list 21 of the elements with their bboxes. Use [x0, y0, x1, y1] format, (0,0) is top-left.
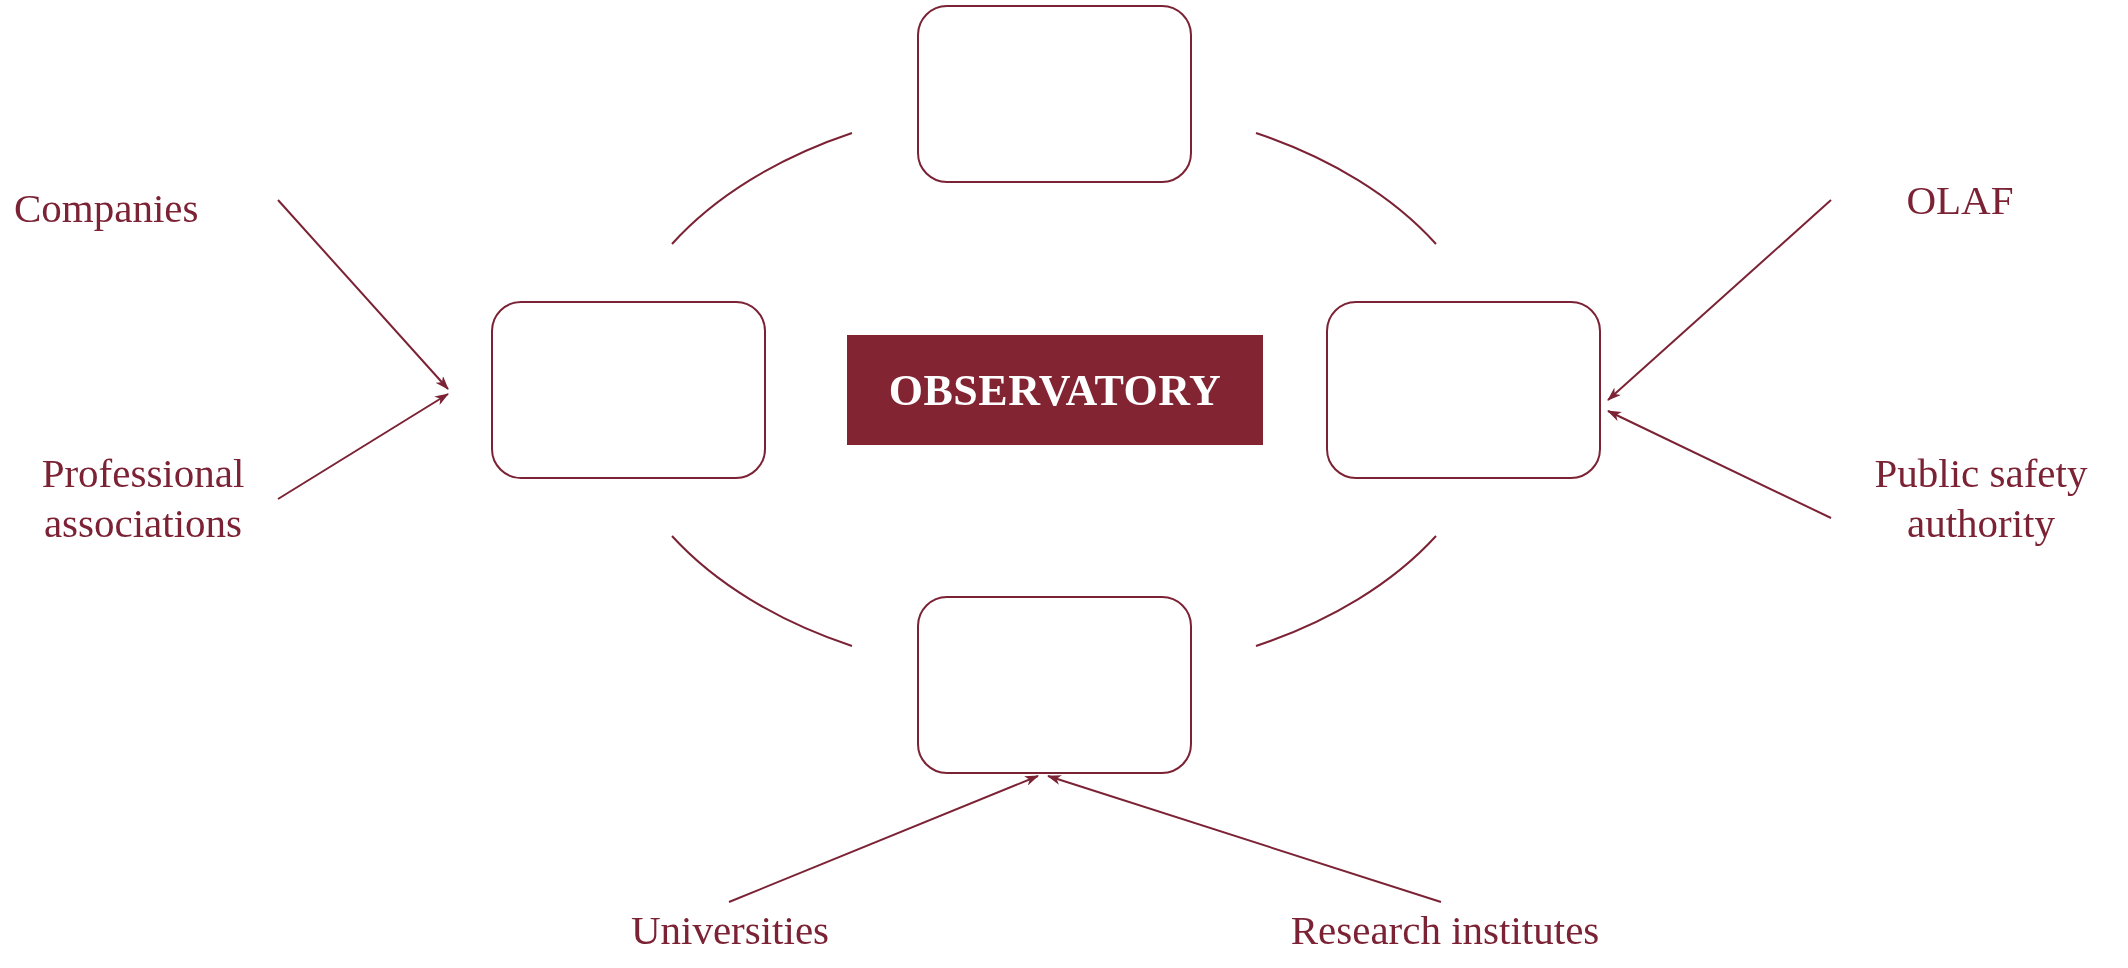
connector-arc — [1255, 535, 1437, 647]
arrow — [1607, 199, 1832, 401]
stakeholder-label: Professional associations — [10, 448, 276, 548]
connector-arc — [671, 132, 853, 245]
empty-rounded-box — [917, 5, 1192, 183]
empty-rounded-box — [491, 301, 766, 479]
stakeholder-label: OLAF — [1880, 175, 2040, 225]
arrow — [1607, 410, 1832, 519]
stakeholder-label: Companies — [14, 183, 276, 233]
arrow — [277, 393, 449, 500]
connector-arc — [1255, 132, 1437, 245]
title-banner: OBSERVATORY — [847, 335, 1263, 445]
stakeholder-label: Universities — [605, 905, 855, 960]
stakeholder-label: Research institutes — [1255, 905, 1635, 960]
empty-rounded-box — [1326, 301, 1601, 479]
arrow — [277, 199, 449, 390]
arrow — [1047, 775, 1442, 903]
arrow — [728, 775, 1039, 903]
stakeholder-label: Public safety authority — [1850, 448, 2112, 548]
empty-rounded-box — [917, 596, 1192, 774]
connector-arc — [671, 535, 853, 647]
